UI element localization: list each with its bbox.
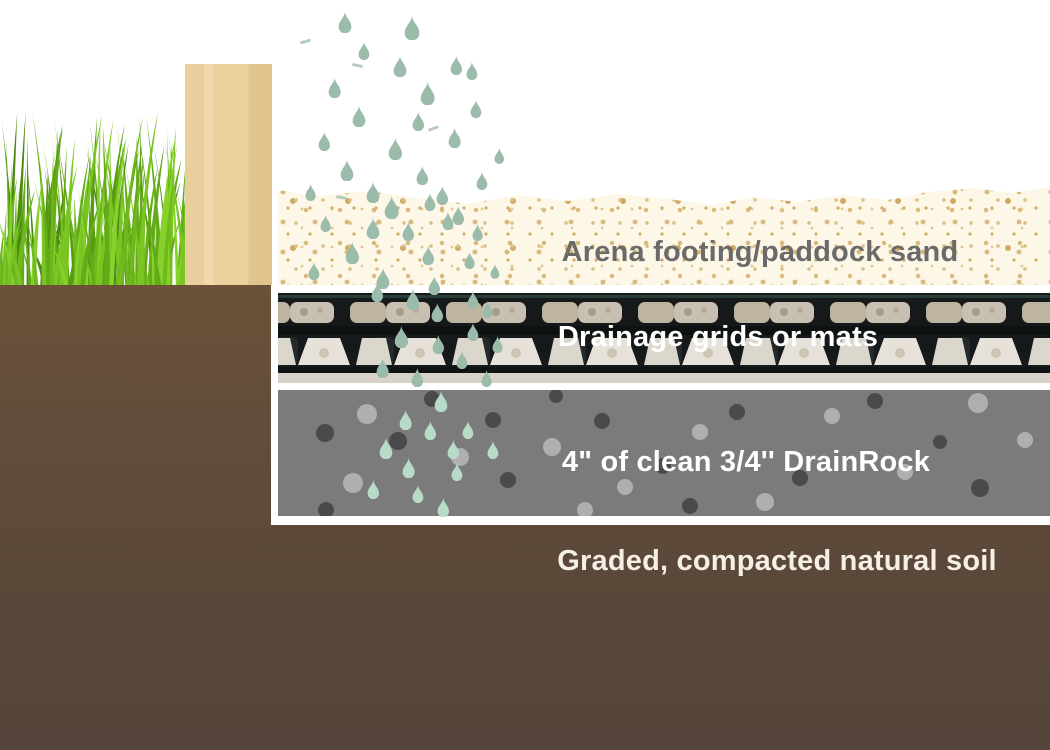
raindrop-icon (402, 458, 415, 478)
splash-fleck (427, 125, 440, 132)
raindrop-icon (411, 368, 423, 387)
rock-pebble (389, 432, 407, 450)
raindrop-icon (470, 100, 482, 118)
raindrop-icon (447, 440, 459, 459)
raindrop-icon (328, 78, 341, 98)
raindrop-icon (428, 276, 440, 295)
rock-pebble (867, 393, 883, 409)
drainrock-label: 4" of clean 3/4'' DrainRock (561, 446, 931, 478)
raindrop-icon (442, 212, 454, 230)
rock-pebble (933, 435, 947, 449)
fence-post (185, 64, 272, 285)
raindrop-icon (437, 498, 449, 517)
rock-pebble (897, 464, 913, 480)
rock-pebble (971, 479, 989, 497)
raindrop-icon (492, 336, 503, 353)
raindrop-icon (420, 82, 435, 106)
raindrop-icon (318, 132, 330, 151)
raindrop-icon (467, 323, 479, 341)
sand-label: Arena footing/paddock sand (561, 236, 959, 268)
drainage-label: Drainage grids or mats (557, 321, 879, 353)
raindrop-icon (393, 56, 407, 77)
raindrop-icon (320, 215, 331, 232)
rock-pebble (792, 470, 808, 486)
raindrop-icon (482, 301, 493, 318)
raindrop-icon (399, 410, 412, 430)
raindrop-icon (384, 196, 399, 220)
rock-pebble (549, 390, 563, 403)
raindrop-icon (404, 16, 420, 41)
raindrop-icon (371, 283, 383, 302)
raindrop-icon (402, 222, 414, 241)
raindrop-icon (338, 12, 352, 33)
raindrop-icon (436, 186, 448, 205)
raindrop-icon (416, 166, 428, 185)
soil-label: Graded, compacted natural soil (557, 545, 997, 577)
rock-pebble (594, 413, 610, 429)
raindrop-icon (367, 480, 379, 499)
raindrop-icon (422, 246, 434, 265)
raindrop-icon (467, 291, 479, 309)
raindrop-icon (358, 42, 370, 60)
rock-pebble (577, 502, 593, 516)
rock-pebble (617, 479, 633, 495)
rock-pebble (1017, 432, 1033, 448)
raindrop-icon (466, 62, 478, 80)
rock-pebble (682, 498, 698, 514)
raindrop-icon (352, 106, 366, 127)
grass (0, 110, 196, 285)
rock-pebble (485, 412, 501, 428)
raindrop-icon (448, 128, 461, 148)
raindrop-icon (366, 182, 380, 203)
raindrop-icon (451, 463, 463, 481)
raindrop-icon (462, 421, 474, 439)
rock-pebble (729, 404, 745, 420)
raindrop-icon (376, 268, 390, 289)
raindrop-icon (412, 112, 424, 131)
raindrop-icon (472, 224, 483, 241)
rock-pebble (318, 502, 334, 516)
raindrop-icon (424, 193, 436, 211)
raindrop-icon (432, 335, 444, 354)
raindrop-icon (340, 160, 354, 181)
rock-pebble (316, 424, 334, 442)
raindrop-icon (305, 184, 316, 201)
raindrop-icon (376, 358, 389, 378)
raindrop-icon (308, 262, 320, 280)
rock-pebble (543, 438, 561, 456)
raindrop-icon (456, 351, 468, 369)
rock-pebble (824, 408, 840, 424)
raindrop-icon (434, 391, 448, 412)
raindrop-icon (464, 252, 475, 269)
raindrop-icon (450, 56, 462, 75)
raindrop-icon (431, 303, 443, 322)
rock-pebble (968, 393, 988, 413)
raindrop-icon (406, 289, 420, 310)
raindrop-icon (481, 370, 492, 387)
raindrop-icon (366, 218, 380, 239)
rock-pebble (357, 404, 377, 424)
raindrop-icon (379, 438, 393, 459)
raindrop-icon (412, 485, 424, 503)
splash-fleck (351, 62, 364, 69)
raindrop-icon (394, 326, 408, 349)
raindrop-icon (476, 172, 488, 190)
raindrop-icon (345, 242, 359, 265)
rock-pebble (343, 473, 363, 493)
rock-pebble (692, 424, 708, 440)
raindrop-icon (388, 138, 402, 161)
raindrop-icon (487, 441, 499, 459)
raindrop-icon (452, 206, 464, 225)
raindrop-icon (424, 421, 436, 440)
raindrop-icon (490, 264, 500, 279)
rock-pebble (655, 458, 671, 474)
raindrop-icon (494, 148, 504, 164)
rock-pebble (500, 472, 516, 488)
rock-pebble (756, 493, 774, 511)
splash-fleck (299, 38, 312, 45)
